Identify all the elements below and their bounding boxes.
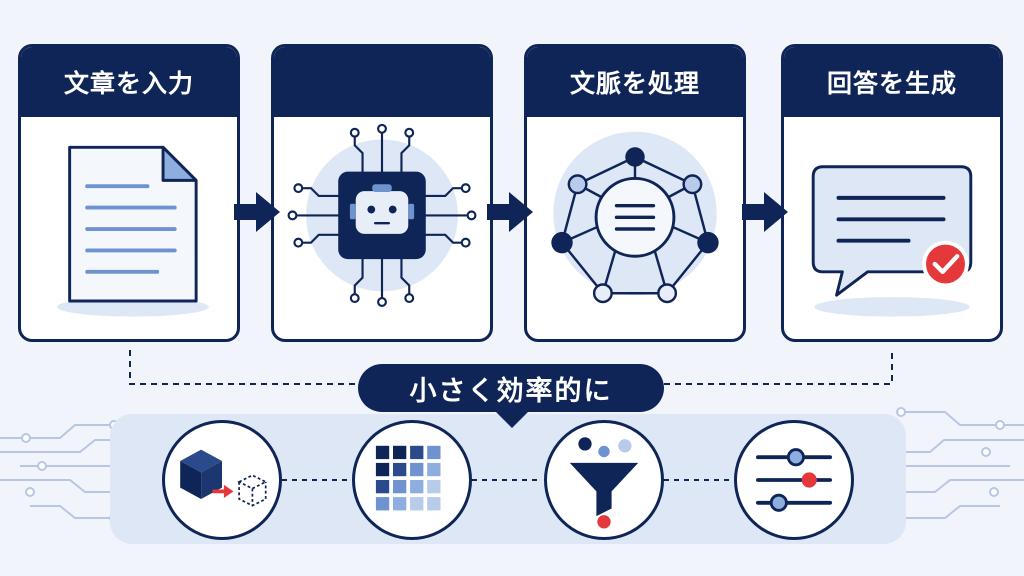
- cube-shrink-icon: [180, 449, 268, 507]
- chat-bubble-check-icon: [811, 165, 973, 317]
- step-title: [274, 47, 490, 117]
- arrow-right-icon: [742, 192, 788, 232]
- technique-funnel: [544, 420, 664, 540]
- funnel-icon: [569, 437, 639, 529]
- document-icon: [57, 145, 209, 317]
- technique-cube-shrink: [162, 420, 282, 540]
- grid-matrix-icon: [375, 445, 441, 511]
- step-card-input: 文章を入力: [18, 44, 240, 342]
- technique-sliders: [734, 420, 854, 540]
- arrow-right-icon: [487, 192, 533, 232]
- ai-chip-icon: [287, 123, 477, 307]
- step-title: 回答を生成: [784, 47, 1000, 117]
- step-title: 文章を入力: [21, 47, 237, 117]
- step-title: 文脈を処理: [527, 47, 743, 117]
- network-icon: [551, 131, 719, 304]
- sliders-icon: [756, 448, 832, 512]
- step-card-answer: 回答を生成: [781, 44, 1003, 342]
- step-card-ai: [271, 44, 493, 342]
- arrow-right-icon: [234, 192, 280, 232]
- step-card-context: 文脈を処理: [524, 44, 746, 342]
- technique-grid-matrix: [352, 420, 472, 540]
- efficiency-label: 小さく効率的に: [358, 364, 664, 412]
